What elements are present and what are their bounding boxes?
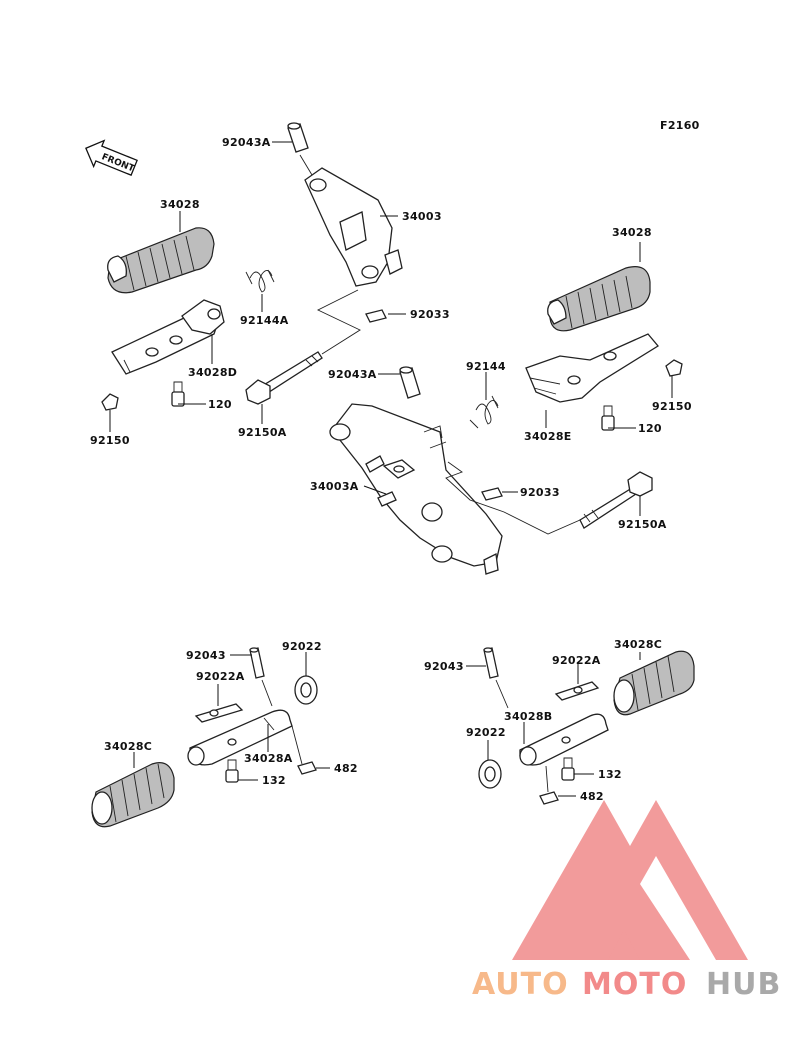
pin-92043A-mid	[399, 366, 421, 399]
label-120-left: 120	[208, 398, 232, 411]
label-92022A-bl: 92022A	[196, 670, 245, 683]
washer-92022-br	[478, 759, 502, 789]
washer-92022-bl	[294, 675, 318, 705]
watermark-text: AUTO MOTO HUB	[472, 967, 781, 1002]
part-labels: 92043A 34003 34028 92144A 92033 34028D 1…	[90, 136, 692, 803]
label-34028C-br: 34028C	[614, 638, 662, 651]
label-34028C-bl: 34028C	[104, 740, 152, 753]
spring-92144	[469, 395, 499, 429]
figure-code: F2160	[660, 119, 700, 132]
footpeg-rubber-34028-right	[547, 266, 651, 332]
label-34028B: 34028B	[504, 710, 552, 723]
pin-92043-bl	[249, 647, 265, 679]
rubber-34028C-bl	[91, 762, 175, 828]
pin-92043-br	[483, 647, 499, 679]
spring-92144A	[245, 269, 275, 293]
label-120-right: 120	[638, 422, 662, 435]
watermark-hub: HUB	[706, 967, 781, 1002]
label-92022-br: 92022	[466, 726, 506, 739]
watermark-logo	[512, 800, 748, 960]
label-92043A-mid: 92043A	[328, 368, 377, 381]
label-132-bl: 132	[262, 774, 286, 787]
label-132-br: 132	[598, 768, 622, 781]
label-482-bl: 482	[334, 762, 358, 775]
bolt-92150-left	[101, 393, 119, 411]
bolt-120-right	[601, 405, 615, 431]
pin-92043A-top	[287, 122, 309, 153]
label-482-br: 482	[580, 790, 604, 803]
plate-92022A-bl	[194, 703, 244, 723]
label-92150-right: 92150	[652, 400, 692, 413]
bolt-120-left	[171, 381, 185, 407]
footpeg-holder-34028E	[525, 333, 659, 403]
label-34028D: 34028D	[188, 366, 237, 379]
label-34028-left: 34028	[160, 198, 200, 211]
label-92043A-top: 92043A	[222, 136, 271, 149]
plate-92022A-br	[554, 681, 600, 701]
label-34028A: 34028A	[244, 752, 293, 765]
footpeg-rubber-34028-left	[107, 227, 215, 294]
bolt-92150A-right	[579, 471, 653, 529]
label-92150A-right: 92150A	[618, 518, 667, 531]
rubber-34028C-br	[613, 650, 695, 716]
label-92022-bl: 92022	[282, 640, 322, 653]
label-92144: 92144	[466, 360, 506, 373]
label-92033-top: 92033	[410, 308, 450, 321]
label-92033-mid: 92033	[520, 486, 560, 499]
bolt-132-bl	[225, 759, 239, 783]
label-34003: 34003	[402, 210, 442, 223]
watermark-auto: AUTO	[472, 967, 569, 1002]
label-34028-right: 34028	[612, 226, 652, 239]
bolt-92150-right	[665, 359, 683, 377]
clip-92033-top	[365, 309, 387, 323]
bolt-92150A-left	[245, 351, 323, 405]
watermark-moto: MOTO	[582, 967, 687, 1002]
footpeg-holder-34028D	[111, 299, 225, 375]
pin-482-bl	[297, 761, 317, 775]
label-34028E: 34028E	[524, 430, 572, 443]
bracket-34003A	[329, 403, 503, 575]
pin-482-br	[539, 791, 559, 805]
leader-lines	[109, 141, 673, 797]
bracket-34003	[299, 154, 403, 287]
label-92022A-br: 92022A	[552, 654, 601, 667]
label-92150-left: 92150	[90, 434, 130, 447]
footpeg-34028B	[519, 713, 609, 766]
bolt-132-br	[561, 757, 575, 781]
label-92144A: 92144A	[240, 314, 289, 327]
label-92043-br: 92043	[424, 660, 464, 673]
clip-92033-mid	[481, 487, 503, 501]
label-92043-bl: 92043	[186, 649, 226, 662]
label-92150A-left: 92150A	[238, 426, 287, 439]
front-arrow-icon: FRONT	[85, 139, 138, 177]
label-34003A: 34003A	[310, 480, 359, 493]
